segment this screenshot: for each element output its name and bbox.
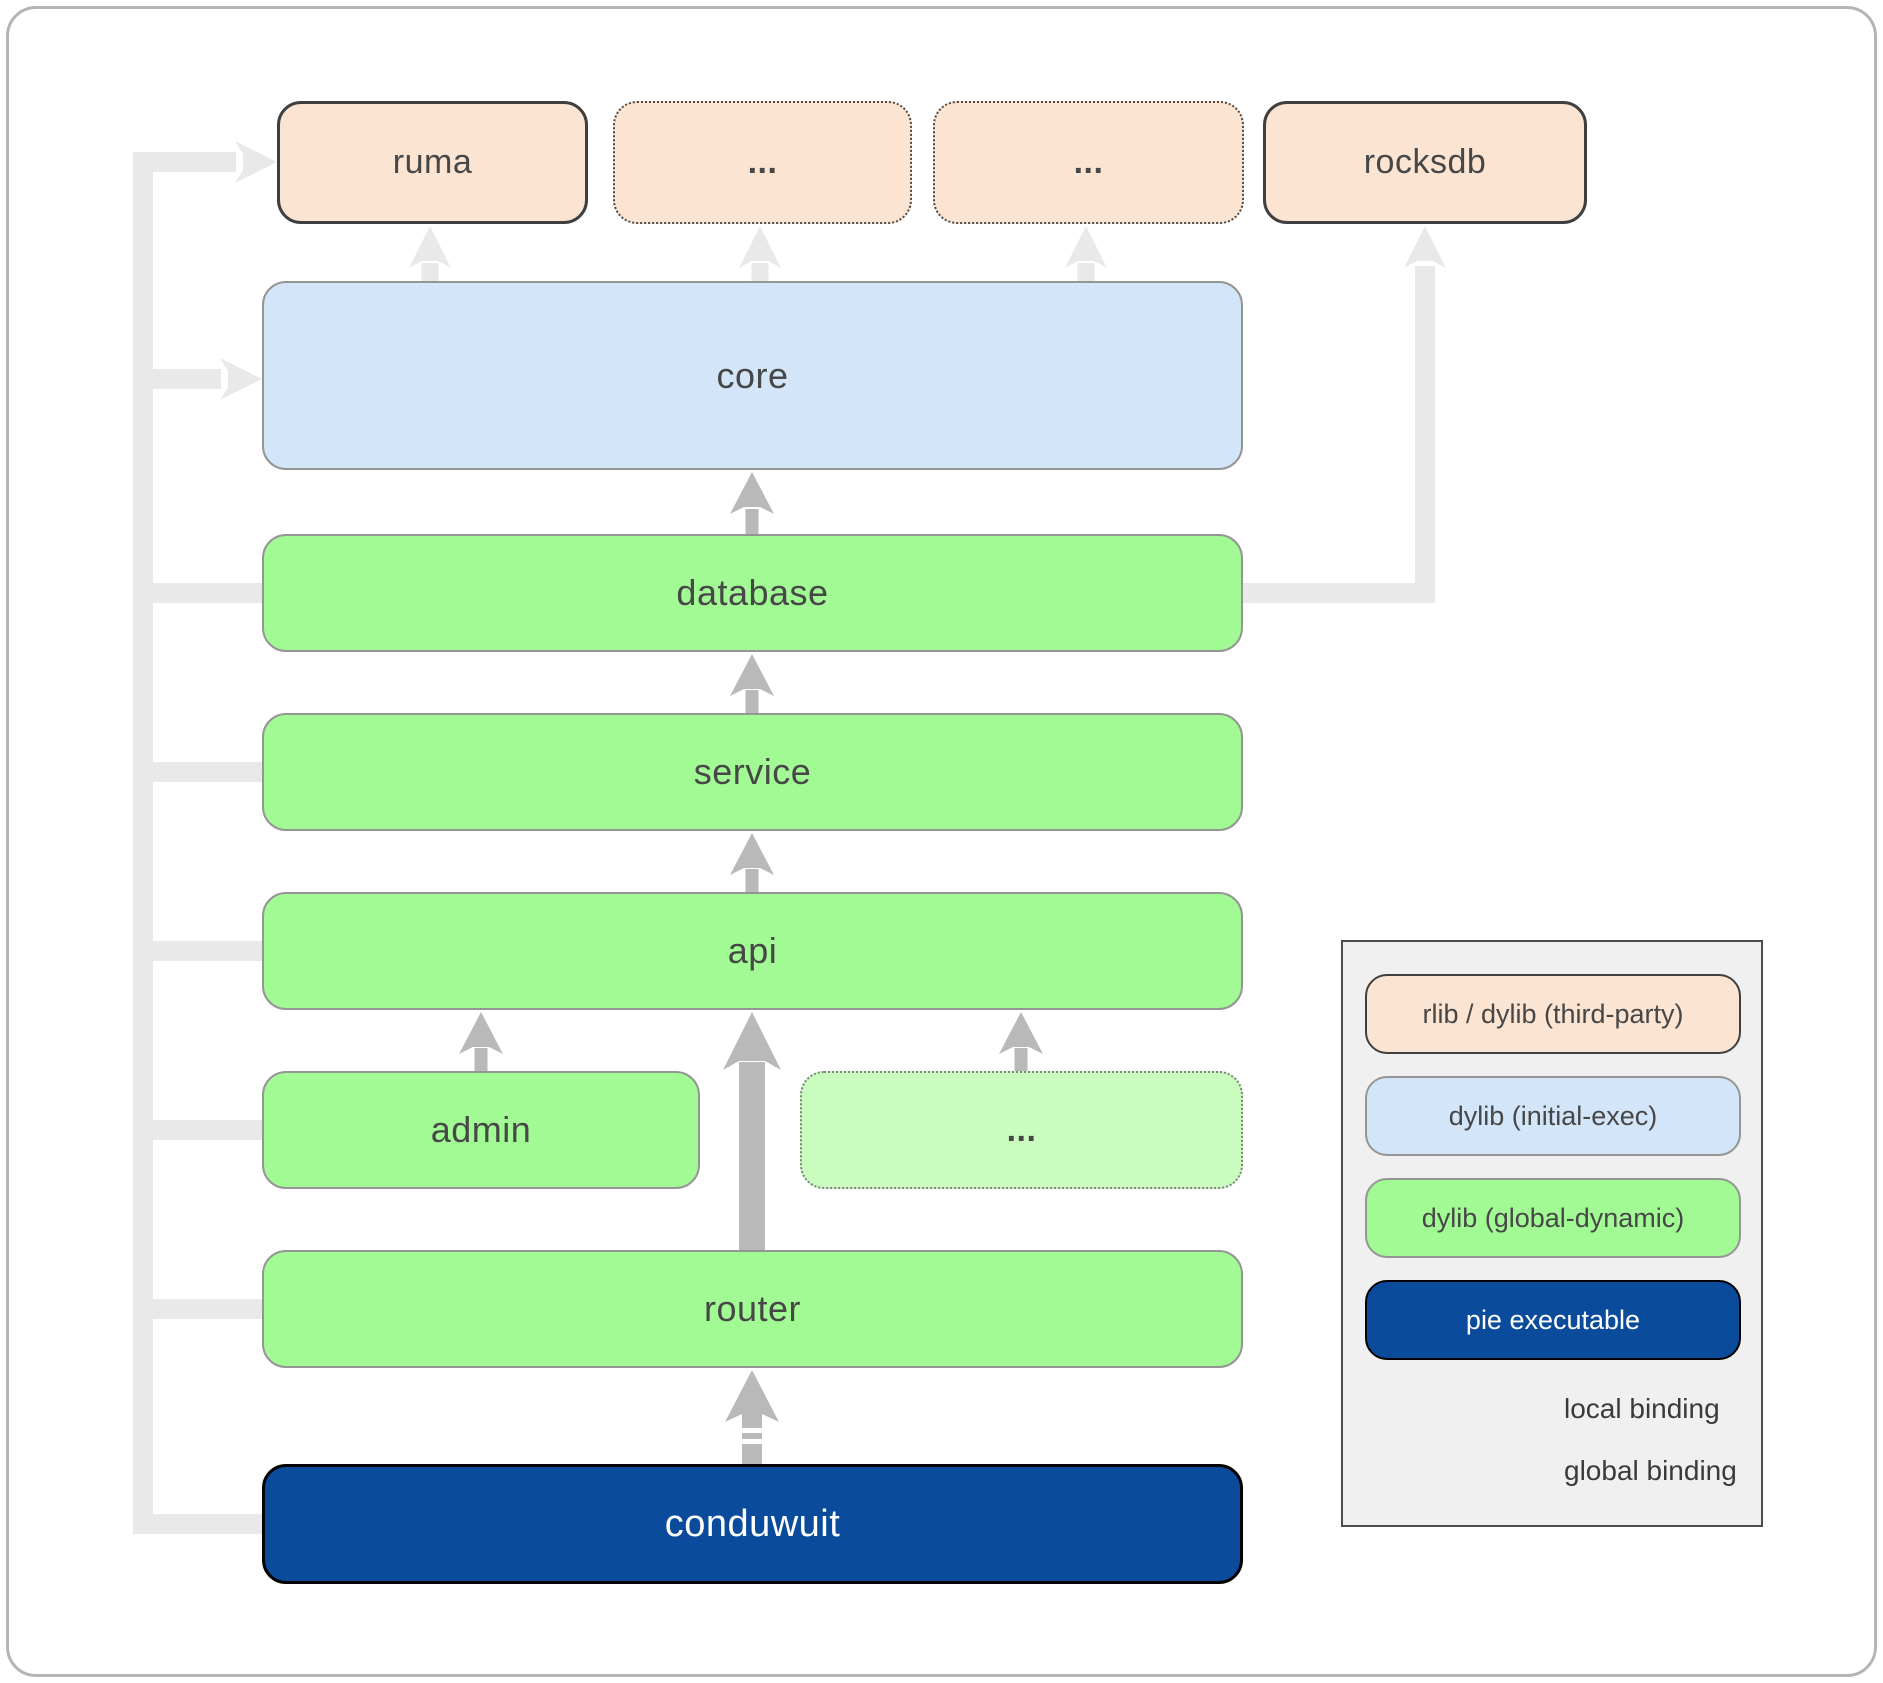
legend-item-global-dynamic: dylib (global-dynamic) (1365, 1178, 1741, 1258)
node-admin: admin (262, 1071, 700, 1189)
legend-item-pie-executable-label: pie executable (1465, 1304, 1641, 1335)
legend-item-initial-exec: dylib (initial-exec) (1365, 1076, 1741, 1156)
node-more-crates: ... (800, 1071, 1243, 1189)
node-database-label: database (676, 572, 829, 613)
arrow-core-to-dep1 (739, 226, 781, 281)
node-router: router (262, 1250, 1243, 1368)
arrow-core-to-dep2 (1065, 226, 1107, 281)
legend-local-binding-label: local binding (1564, 1393, 1720, 1424)
node-rocksdb-label: rocksdb (1363, 143, 1487, 181)
node-service-label: service (693, 751, 812, 792)
legend-item-global-dynamic-label: dylib (global-dynamic) (1421, 1202, 1685, 1233)
node-rocksdb: rocksdb (1263, 101, 1587, 224)
arrow-router-to-api (723, 1012, 781, 1250)
node-ruma-label: ruma (392, 143, 473, 181)
arrow-database-to-rocksdb (1243, 226, 1446, 603)
node-more-crates-label: ... (1006, 1110, 1037, 1149)
arrow-service-to-database (730, 654, 774, 713)
arrow-api-to-service (730, 833, 774, 892)
legend-item-third-party-label: rlib / dylib (third-party) (1422, 998, 1684, 1029)
node-api: api (262, 892, 1243, 1010)
legend-panel: rlib / dylib (third-party) dylib (initia… (1341, 940, 1763, 1527)
trunk-connector (133, 141, 277, 1534)
node-conduwuit-label: conduwuit (664, 1502, 841, 1545)
arrow-admin-to-api (459, 1012, 503, 1071)
legend-item-initial-exec-label: dylib (initial-exec) (1448, 1100, 1658, 1131)
legend-item-third-party: rlib / dylib (third-party) (1365, 974, 1741, 1054)
node-router-label: router (703, 1288, 802, 1329)
arrow-core-to-ruma (409, 226, 451, 281)
node-admin-label: admin (430, 1109, 532, 1150)
node-dep2: ... (933, 101, 1244, 224)
arrow-trunk-to-ruma-head (235, 141, 277, 183)
trunk-path (133, 152, 262, 1534)
legend-global-binding-label: global binding (1564, 1455, 1737, 1486)
node-api-label: api (727, 930, 778, 971)
node-dep1: ... (613, 101, 912, 224)
arrow-database-to-core (730, 472, 774, 534)
node-conduwuit: conduwuit (262, 1464, 1243, 1584)
node-service: service (262, 713, 1243, 831)
arrow-conduwuit-to-router (725, 1370, 779, 1464)
node-dep2-label: ... (1073, 143, 1104, 181)
legend-item-pie-executable: pie executable (1365, 1280, 1741, 1360)
node-database: database (262, 534, 1243, 652)
arrow-more-crates-to-api (999, 1012, 1043, 1071)
node-dep1-label: ... (747, 143, 778, 181)
node-core: core (262, 281, 1243, 470)
arrow-trunk-to-core-head (220, 358, 262, 400)
node-ruma: ruma (277, 101, 588, 224)
node-core-label: core (716, 354, 789, 396)
